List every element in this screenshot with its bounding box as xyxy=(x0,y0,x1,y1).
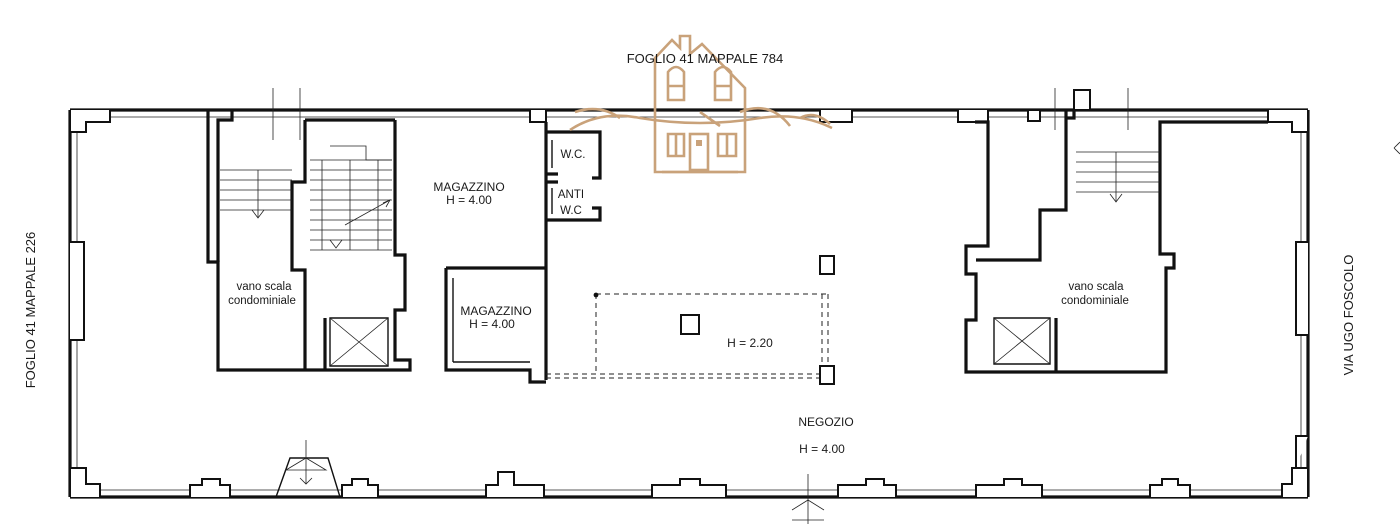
left-parcel-label: FOGLIO 41 MAPPALE 226 xyxy=(23,232,38,389)
shop-label: NEGOZIO xyxy=(798,415,853,429)
house-logo-icon xyxy=(569,34,833,174)
labels: FOGLIO 41 MAPPALE 784 FOGLIO 41 MAPPALE … xyxy=(23,51,1356,456)
right-stair-label-2: condominiale xyxy=(1061,295,1129,307)
left-stair-label-2: condominiale xyxy=(228,295,296,307)
left-stairwell xyxy=(206,110,412,372)
mezzanine-height: H = 2.20 xyxy=(727,336,773,350)
mezzanine xyxy=(546,255,835,385)
left-stair-label-1: vano scala xyxy=(237,281,293,293)
storage-wc-block xyxy=(444,122,602,384)
anti-label: ANTI xyxy=(558,189,584,201)
magazzino-lower-height: H = 4.00 xyxy=(469,317,515,331)
right-stairwell xyxy=(964,110,1268,374)
shop-height: H = 4.00 xyxy=(799,442,845,456)
magazzino-upper-height: H = 4.00 xyxy=(446,193,492,207)
right-edge-mark xyxy=(1393,141,1400,155)
right-stair-label-1: vano scala xyxy=(1069,281,1125,293)
top-parcel-label: FOGLIO 41 MAPPALE 784 xyxy=(627,51,784,66)
magazzino-upper-label: MAGAZZINO xyxy=(433,180,504,194)
pilasters xyxy=(69,89,1309,497)
entrance-symbols xyxy=(275,440,825,524)
street-label: VIA UGO FOSCOLO xyxy=(1341,255,1356,376)
wc-label: W.C. xyxy=(561,149,586,161)
magazzino-lower-label: MAGAZZINO xyxy=(460,304,531,318)
anti-wc-label: W.C xyxy=(560,205,582,217)
top-openings xyxy=(272,88,1129,140)
